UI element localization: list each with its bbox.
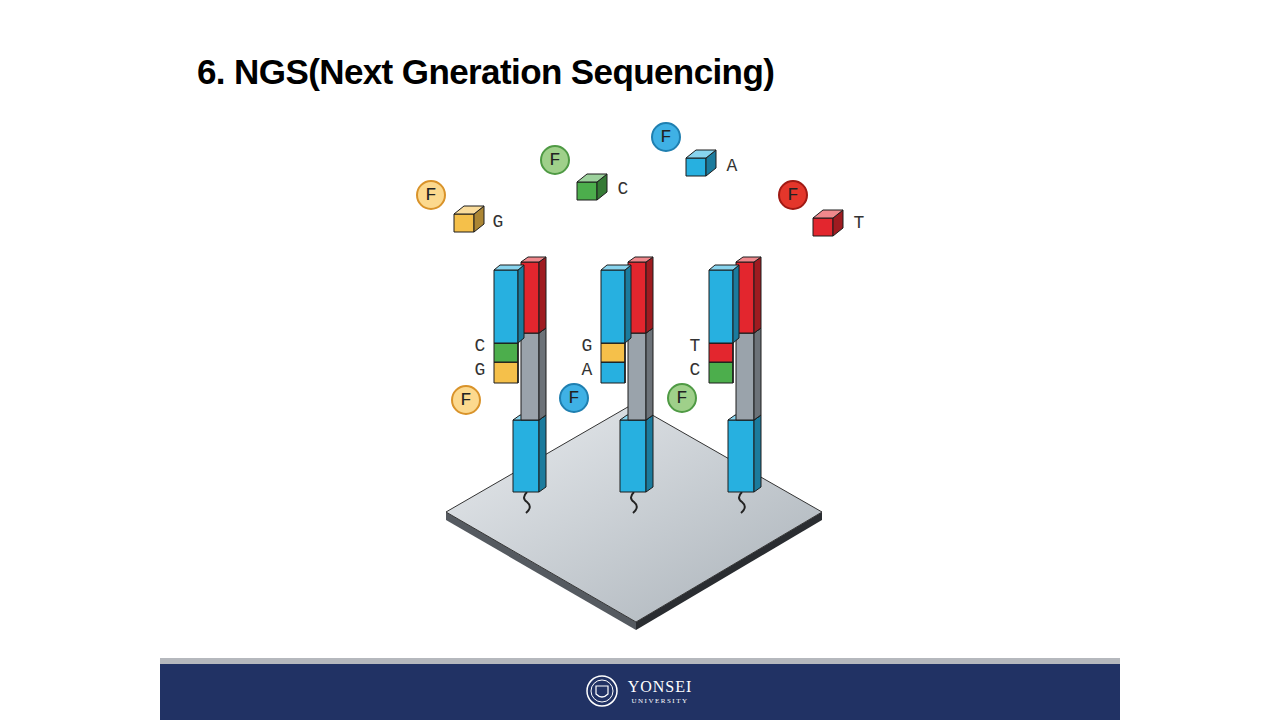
block-face xyxy=(601,265,631,270)
block-face xyxy=(709,362,733,383)
block-face xyxy=(754,415,761,492)
block-face xyxy=(709,265,739,270)
university-seal xyxy=(587,676,617,706)
fluorophore-circle: F xyxy=(540,145,570,175)
block-face xyxy=(620,420,646,492)
fluorophore-circle: F xyxy=(651,122,681,152)
block-face xyxy=(577,182,597,200)
block-face xyxy=(733,265,739,343)
fluorophore-circle: F xyxy=(559,383,589,413)
fluorophore-letter: F xyxy=(460,391,471,410)
block-face xyxy=(813,218,833,236)
block-face xyxy=(518,265,524,343)
dna-strands xyxy=(454,150,843,513)
block-face xyxy=(601,343,625,362)
block-face xyxy=(754,328,761,420)
nucleotide-letter: T xyxy=(854,214,865,232)
footer-line xyxy=(160,658,1120,664)
block-face xyxy=(736,257,761,262)
block-face xyxy=(494,265,524,270)
base-letter: T xyxy=(690,337,701,355)
block-face xyxy=(494,362,518,383)
block-face xyxy=(494,343,518,362)
nucleotide-letter: G xyxy=(493,213,504,231)
block-face xyxy=(646,257,653,333)
nucleotide-letter: A xyxy=(727,157,738,175)
nucleotide-letter: C xyxy=(618,180,629,198)
block-face xyxy=(728,420,754,492)
university-subtitle: UNIVERSITY xyxy=(632,698,689,705)
university-seal xyxy=(591,680,613,702)
surface-linker xyxy=(739,492,745,513)
fluorophore-circle: F xyxy=(778,180,808,210)
block-face xyxy=(601,362,625,383)
block-face xyxy=(686,158,706,176)
block-face xyxy=(494,270,518,343)
block-face xyxy=(709,270,733,343)
block-face xyxy=(513,420,539,492)
block-face xyxy=(539,415,546,492)
fluorophore-letter: F xyxy=(425,186,436,205)
fluorophore-circle: F xyxy=(451,385,481,415)
block-face xyxy=(733,343,734,362)
block-face xyxy=(709,343,733,362)
block-face xyxy=(577,174,607,182)
block-face xyxy=(733,362,734,383)
block-face xyxy=(625,265,631,343)
block-face xyxy=(521,257,546,262)
block-face xyxy=(601,270,625,343)
university-seal xyxy=(596,686,608,697)
fluorophore-circle: F xyxy=(416,180,446,210)
block-face xyxy=(628,333,646,420)
block-face xyxy=(518,343,519,362)
base-letter: C xyxy=(475,337,486,355)
block-face xyxy=(754,257,761,333)
fluorophore-letter: F xyxy=(676,389,687,408)
surface-linker xyxy=(631,492,637,513)
flow-cell-plate xyxy=(446,404,822,622)
block-face xyxy=(736,333,754,420)
block-face xyxy=(625,362,626,383)
block-face xyxy=(521,333,539,420)
block-face xyxy=(454,206,484,214)
base-letter: A xyxy=(582,361,593,379)
block-face xyxy=(454,214,474,232)
block-face xyxy=(628,257,653,262)
fluorophore-circle: F xyxy=(667,383,697,413)
base-letter: G xyxy=(475,361,486,379)
block-face xyxy=(686,150,716,158)
block-face xyxy=(646,328,653,420)
block-face xyxy=(518,362,519,383)
surface-linker xyxy=(524,492,530,513)
fluorophore-letter: F xyxy=(568,389,579,408)
fluorophore-letter: F xyxy=(660,128,671,147)
block-face xyxy=(646,415,653,492)
university-name: YONSEI xyxy=(628,679,693,695)
base-letter: G xyxy=(582,337,593,355)
fluorophore-letter: F xyxy=(787,186,798,205)
slide-title: 6. NGS(Next Gneration Sequencing) xyxy=(197,52,774,92)
block-face xyxy=(813,210,843,218)
base-letter: C xyxy=(690,361,701,379)
block-face xyxy=(625,343,626,362)
block-face xyxy=(539,257,546,333)
block-face xyxy=(539,328,546,420)
fluorophore-letter: F xyxy=(549,151,560,170)
footer-band xyxy=(160,664,1120,720)
